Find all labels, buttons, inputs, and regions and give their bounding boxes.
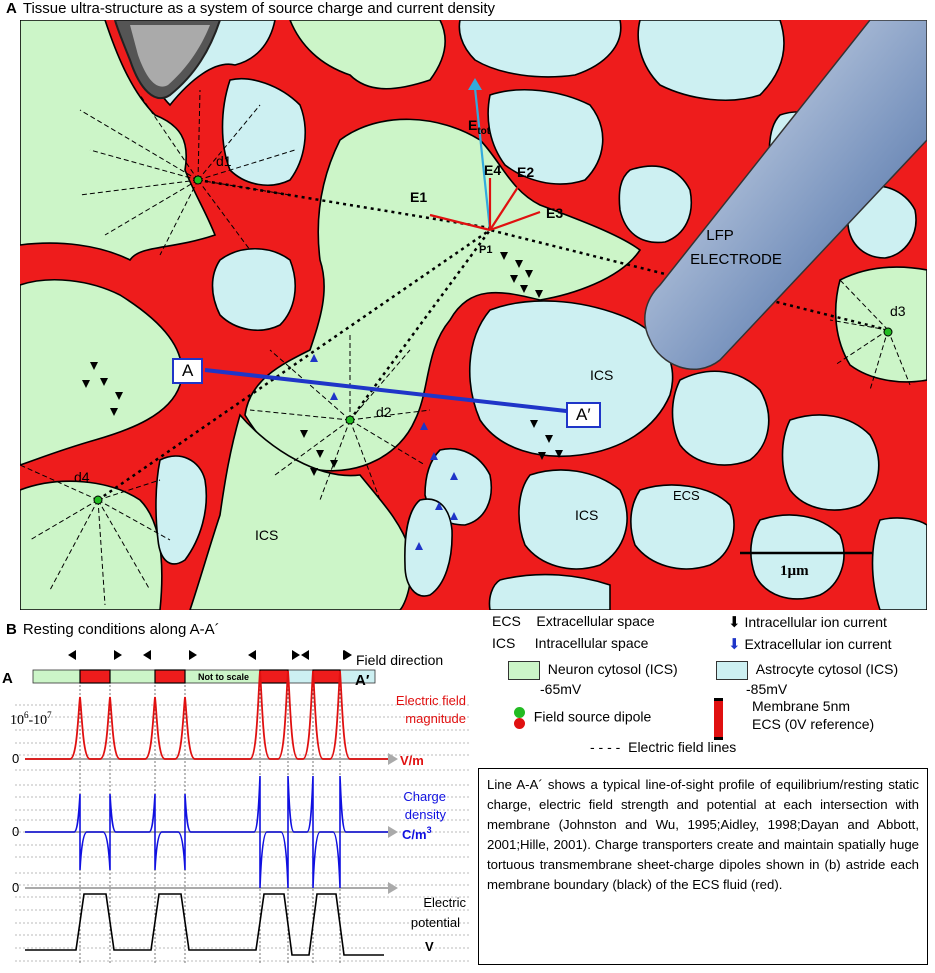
blue-down-arrow-icon: ⬇ — [728, 636, 741, 653]
legend-field-lines: - - - - Electric field lines — [590, 739, 737, 755]
astrocyte-swatch — [716, 661, 748, 680]
charge-label-1: Charge — [403, 789, 446, 804]
right-arrow-icon — [292, 650, 300, 660]
zero-label-1: 0 — [12, 751, 19, 766]
d4-label: d4 — [74, 469, 90, 485]
zero-label-2: 0 — [12, 824, 19, 839]
ics-label-1: ICS — [590, 367, 613, 383]
zero-label-3: 0 — [12, 880, 19, 895]
field-magnitude-curve — [25, 670, 388, 760]
ecs-segment — [259, 669, 289, 684]
ics-label-2: ICS — [575, 507, 598, 523]
legend-membrane — [714, 698, 751, 740]
e2-label: E2 — [517, 164, 534, 180]
left-arrow-icon — [248, 650, 256, 660]
black-down-arrow-icon: ⬇ — [728, 614, 741, 631]
legend: ECS Extracellular space ICS Intracellula… — [478, 613, 933, 765]
ics-label-3: ICS — [255, 527, 278, 543]
legend-neuron-voltage: -65mV — [540, 681, 582, 697]
ecs-segment — [79, 669, 111, 684]
legend-membrane-text: Membrane 5nm — [752, 698, 851, 714]
d2-label: d2 — [376, 404, 392, 420]
legend-ecs-ref-text: ECS (0V reference) — [752, 716, 875, 732]
electrode-label-2: ELECTRODE — [690, 251, 782, 268]
point-a-prime-label: A′ — [566, 402, 601, 428]
right-arrow-icon — [343, 650, 351, 660]
legend-extra-current: ⬇ Extracellular ion current — [728, 636, 892, 653]
right-arrow-icon — [114, 650, 122, 660]
left-arrow-icon — [68, 650, 76, 660]
p1-label: P1 — [479, 244, 492, 256]
magnitude-range-label: 106-107 — [10, 710, 52, 728]
point-a-label: A — [172, 358, 204, 384]
axis-start-label: A — [2, 670, 13, 687]
legend-dipole: Field source dipole — [514, 707, 651, 729]
profile-plots: A A′ Not to scale Field direction 106-10… — [0, 645, 475, 968]
not-to-scale-label: Not to scale — [198, 672, 249, 682]
potential-label-2: potential — [411, 915, 460, 930]
charge-unit: C/m3 — [402, 825, 432, 842]
right-arrow-icon — [189, 650, 197, 660]
legend-astrocyte: Astrocyte cytosol (ICS) — [716, 661, 898, 680]
d3-label: d3 — [890, 303, 906, 319]
membrane-icon — [714, 698, 723, 740]
legend-neuron: Neuron cytosol (ICS) — [508, 661, 678, 680]
potential-curve — [25, 893, 384, 956]
electrode-label-1: LFP — [706, 227, 734, 244]
field-label-1: Electric field — [396, 693, 466, 708]
field-unit: V/m — [400, 753, 424, 768]
charge-label-2: density — [405, 807, 447, 822]
legend-ics: ICS Intracellular space — [492, 635, 649, 651]
legend-astro-voltage: -85mV — [746, 681, 788, 697]
description-box: Line A-A´ shows a typical line-of-sight … — [478, 768, 928, 965]
e4-label: E4 — [484, 162, 501, 178]
neuron-swatch — [508, 661, 540, 680]
left-arrow-icon — [301, 650, 309, 660]
neuron-segment — [109, 669, 156, 684]
potential-label-1: Electric — [423, 895, 466, 910]
scale-label: 1µm — [780, 563, 809, 579]
legend-ecs: ECS Extracellular space — [492, 613, 655, 629]
ecs-segment — [154, 669, 186, 684]
field-direction-label: Field direction — [356, 652, 443, 668]
e3-label: E3 — [546, 205, 563, 221]
field-label-2: magnitude — [405, 711, 466, 726]
d1-label: d1 — [216, 153, 232, 169]
astrocyte-segment — [287, 669, 314, 684]
left-arrow-icon — [143, 650, 151, 660]
potential-unit: V — [425, 939, 434, 954]
ecs-label: ECS — [673, 488, 700, 503]
etot-label: Etot — [468, 117, 491, 137]
axis-end-label: A′ — [355, 672, 370, 689]
legend-intra-current: ⬇ Intracellular ion current — [728, 614, 887, 631]
dipole-icon — [514, 707, 526, 729]
neuron-segment — [32, 669, 81, 684]
charge-density-curve — [25, 775, 388, 889]
e1-label: E1 — [410, 189, 427, 205]
tissue-diagram: LFP ELECTRODE Etot E4 E2 E1 E3 P1 d1 d2 … — [19, 19, 928, 611]
ecs-segment — [312, 669, 341, 684]
